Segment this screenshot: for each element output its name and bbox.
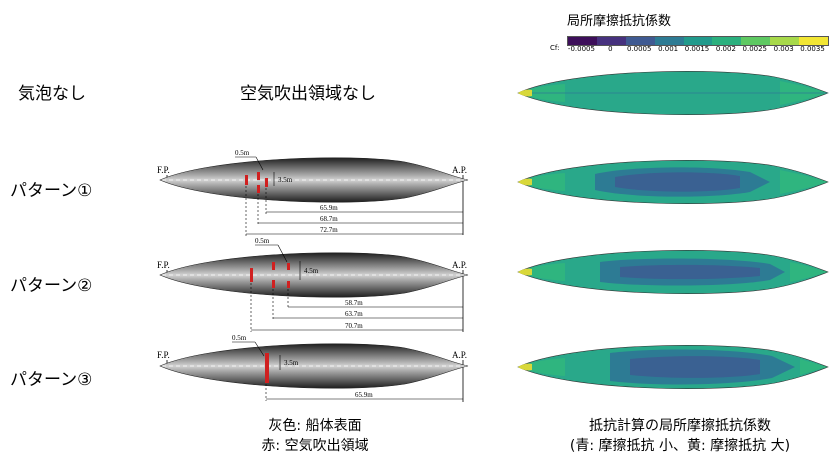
- air-region-marker: [287, 263, 290, 270]
- colorbar-tick-label: 0.0025: [742, 45, 768, 53]
- contour-no-bubbles: [517, 71, 829, 115]
- caption-right-line-2: (青: 摩擦抵抗 小、黄: 摩擦抵抗 大): [569, 438, 791, 454]
- caption-left-line-1: 灰色: 船体表面: [268, 418, 362, 434]
- caption-left: 灰色: 船体表面 赤: 空気吹出領域: [230, 416, 400, 456]
- colorbar-segment: [741, 37, 771, 45]
- contour-pattern-1: [517, 160, 829, 204]
- fp-label: F.P.: [157, 260, 170, 270]
- colorbar: Cf: -0.0005 0 0.0005 0.001 0.0015 0.002 0.0025…: [550, 36, 832, 62]
- row-label-pattern-3: パターン③: [10, 370, 93, 390]
- air-region-marker: [272, 280, 275, 288]
- hull-diagram-pattern-2: F.P. A.P. 0.5m 4.5m 58.7m 63.7m 70.7m: [157, 237, 469, 332]
- colorbar-tick-label: -0.0005: [567, 45, 595, 53]
- no-air-region-label: 空気吹出領域なし: [240, 84, 376, 104]
- fp-label: F.P.: [157, 165, 170, 175]
- colorbar-tick-label: 0.0035: [800, 45, 825, 53]
- hull-shape: [159, 157, 469, 203]
- hull-shape: [159, 252, 469, 298]
- dim-label-1: 65.9m: [355, 391, 373, 399]
- colorbar-title: 局所摩擦抵抗係数: [567, 14, 672, 29]
- top-dim-label: 0.5m: [255, 237, 270, 245]
- row-label-pattern-2: パターン②: [10, 276, 93, 296]
- air-region-marker: [265, 353, 269, 383]
- air-region-marker: [287, 281, 290, 288]
- top-dim-label: 0.5m: [232, 334, 247, 342]
- colorbar-segment: [683, 37, 713, 45]
- air-region-marker: [257, 172, 260, 180]
- colorbar-tick-label: 0.001: [658, 45, 679, 53]
- colorbar-tick-label: 0.003: [773, 45, 794, 53]
- colorbar-segment: [654, 37, 684, 45]
- ap-label: A.P.: [452, 350, 467, 360]
- colorbar-segment: [799, 37, 829, 45]
- dim-label-2: 68.7m: [320, 215, 338, 223]
- colorbar-tick-label: 0.002: [715, 45, 736, 53]
- caption-right-line-1: 抵抗計算の局所摩擦抵抗係数: [589, 418, 771, 434]
- top-dim-label: 0.5m: [235, 149, 250, 157]
- side-dim-label: 3.5m: [284, 359, 299, 367]
- colorbar-tick-label: 0.0005: [626, 45, 652, 53]
- contour-pattern-2: [517, 250, 829, 294]
- dim-label-2: 63.7m: [345, 310, 363, 318]
- row-label-pattern-1: パターン①: [10, 181, 93, 201]
- colorbar-tick-label: 0: [608, 45, 613, 53]
- ap-label: A.P.: [452, 260, 467, 270]
- colorbar-gradient: [567, 36, 829, 46]
- hull-diagram-pattern-1: F.P. A.P. 0.5m 3.5m 65.9m 68.7m 72.7m: [157, 149, 469, 236]
- colorbar-segment: [712, 37, 742, 45]
- air-region-marker: [257, 185, 260, 193]
- caption-left-line-2: 赤: 空気吹出領域: [261, 438, 369, 454]
- air-region-marker: [272, 262, 275, 270]
- air-region-marker: [245, 175, 248, 185]
- colorbar-tick-label: 0.0015: [684, 45, 710, 53]
- row-label-no-bubbles: 気泡なし: [18, 84, 86, 104]
- side-dim-label: 3.5m: [278, 176, 293, 184]
- hull-diagram-pattern-3: F.P. A.P. 0.5m 3.5m 65.9m: [157, 334, 469, 402]
- colorbar-ticks: -0.0005 0 0.0005 0.001 0.0015 0.002 0.0025 0.00…: [567, 45, 827, 57]
- side-dim-label: 4.5m: [304, 267, 319, 275]
- fp-label: F.P.: [157, 350, 170, 360]
- air-region-marker: [250, 268, 253, 282]
- colorbar-segment: [568, 37, 597, 45]
- friction-contour-plots: [517, 71, 829, 389]
- caption-right: 抵抗計算の局所摩擦抵抗係数 (青: 摩擦抵抗 小、黄: 摩擦抵抗 大): [530, 416, 830, 456]
- hull-shape: [159, 343, 469, 389]
- dim-label-3: 72.7m: [320, 226, 338, 234]
- colorbar-segment: [625, 37, 655, 45]
- colorbar-segment: [596, 37, 626, 45]
- colorbar-prefix: Cf:: [550, 44, 560, 52]
- contour-pattern-3: [517, 345, 829, 389]
- dim-label-1: 65.9m: [320, 204, 338, 212]
- colorbar-segment: [770, 37, 800, 45]
- dim-label-3: 70.7m: [345, 322, 363, 330]
- dim-label-1: 58.7m: [345, 299, 363, 307]
- ap-label: A.P.: [452, 165, 467, 175]
- air-region-marker: [265, 178, 268, 187]
